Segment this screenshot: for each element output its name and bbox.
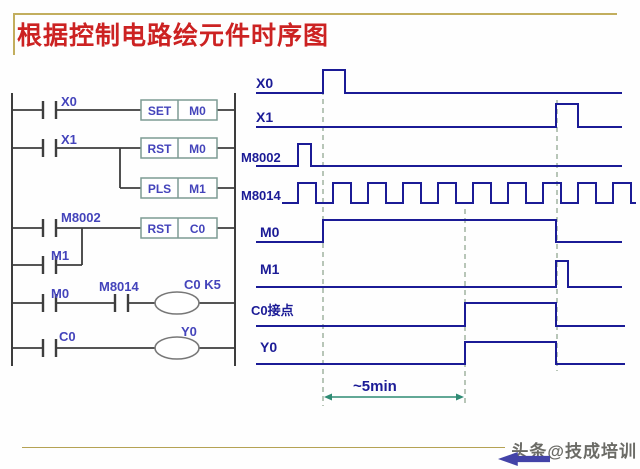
contact-label-M1: M1 xyxy=(51,248,69,263)
signal-waveform-X1 xyxy=(256,103,622,128)
signal-waveform-M0 xyxy=(256,219,622,243)
signal-label-M1: M1 xyxy=(260,261,280,277)
page-title: 根据控制电路绘元件时序图 xyxy=(17,22,330,50)
instruction-op-label: RST xyxy=(148,142,173,156)
signal-waveform-M8014 xyxy=(282,182,636,204)
signal-label-M8014: M8014 xyxy=(241,188,282,203)
coil-label-C0 K5: C0 K5 xyxy=(184,277,221,292)
contact-label-X0: X0 xyxy=(61,94,77,109)
instruction-box-RST-M0 xyxy=(140,137,218,159)
instruction-operand-label: C0 xyxy=(190,222,206,236)
gold-border-left xyxy=(13,13,15,55)
instruction-operand-label: M1 xyxy=(189,182,206,196)
gold-border-bottom xyxy=(22,447,505,448)
signal-label-M0: M0 xyxy=(260,224,280,240)
coil-C0 K5 xyxy=(154,291,200,315)
instruction-operand-label: M0 xyxy=(189,142,206,156)
signal-label-C0: C0接点 xyxy=(251,303,294,318)
contact-label-M8002: M8002 xyxy=(61,210,101,225)
signal-label-M8002: M8002 xyxy=(241,150,281,165)
signal-waveform-X0 xyxy=(256,69,622,94)
instruction-op-label: RST xyxy=(148,222,173,236)
signal-waveform-M1 xyxy=(256,260,622,288)
duration-label: ~5min xyxy=(353,378,397,395)
contact-label-X1: X1 xyxy=(61,132,77,147)
contact-label-M0: M0 xyxy=(51,286,69,301)
duration-arrowhead-right xyxy=(456,393,464,401)
instruction-op-label: PLS xyxy=(148,182,171,196)
instruction-box-RST-C0 xyxy=(140,217,218,239)
signal-waveform-Y0 xyxy=(256,341,625,365)
signal-label-X0: X0 xyxy=(256,75,273,91)
signal-label-Y0: Y0 xyxy=(260,339,277,355)
instruction-op-label: SET xyxy=(148,104,172,118)
contact-label-C0: C0 xyxy=(59,329,76,344)
signal-waveform-C0 xyxy=(256,302,625,327)
instruction-operand-label: M0 xyxy=(189,104,206,118)
instruction-box-SET-M0 xyxy=(140,99,218,121)
signal-waveform-M8002 xyxy=(256,143,622,167)
contact-label-M8014: M8014 xyxy=(99,279,140,294)
coil-Y0 xyxy=(154,336,200,360)
gold-border-top xyxy=(13,13,617,15)
signal-label-X1: X1 xyxy=(256,109,273,125)
coil-label-Y0: Y0 xyxy=(181,324,197,339)
instruction-box-PLS-M1 xyxy=(140,177,218,199)
duration-arrowhead-left xyxy=(324,393,332,401)
